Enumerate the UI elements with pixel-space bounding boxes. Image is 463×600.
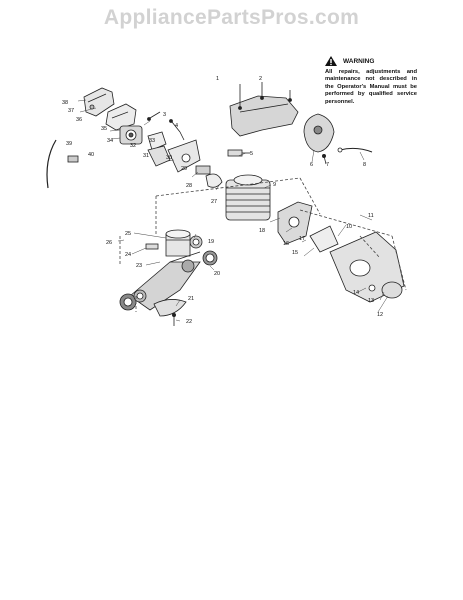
callout-36: 36 <box>76 117 82 123</box>
callout-38: 38 <box>62 100 68 106</box>
warning-text: All repairs, adjustments and maintenance… <box>325 69 417 105</box>
part-connector-28 <box>195 165 211 175</box>
callout-40: 40 <box>88 152 94 158</box>
warning-box: WARNING All repairs, adjustments and mai… <box>325 56 417 106</box>
callout-6: 6 <box>310 162 313 168</box>
part-spark-plug <box>227 149 250 157</box>
callout-30: 30 <box>166 155 172 161</box>
part-piston <box>145 229 191 257</box>
part-fuel-line <box>46 139 79 189</box>
callout-11: 11 <box>368 213 374 219</box>
part-crankshaft <box>129 251 201 311</box>
part-thrust-plate <box>153 299 187 317</box>
callout-14: 14 <box>353 290 359 296</box>
callout-25: 25 <box>125 231 131 237</box>
part-screw-7 <box>321 153 327 165</box>
part-screws-3-4 <box>147 111 185 141</box>
callout-22: 22 <box>186 319 192 325</box>
callout-34: 34 <box>107 138 113 144</box>
callout-39: 39 <box>66 141 72 147</box>
callout-31: 31 <box>143 153 149 159</box>
callout-29: 29 <box>181 166 187 172</box>
callout-21: 21 <box>188 296 194 302</box>
part-ignition-module <box>303 113 335 153</box>
part-intake <box>147 131 171 167</box>
part-end-cap <box>368 281 403 299</box>
part-crank-bearings <box>119 289 147 311</box>
callout-20: 20 <box>214 271 220 277</box>
part-heat-shield <box>277 201 313 245</box>
part-cylinder <box>225 174 271 221</box>
callout-35: 35 <box>101 126 107 132</box>
callout-15: 15 <box>292 250 298 256</box>
callout-5: 5 <box>250 151 253 157</box>
callout-7: 7 <box>326 162 329 168</box>
callout-32: 32 <box>130 143 136 149</box>
callout-10: 10 <box>346 224 352 230</box>
callout-23: 23 <box>136 263 142 269</box>
callout-4: 4 <box>175 123 178 129</box>
leader-lines <box>77 99 389 322</box>
group-lines <box>119 177 407 312</box>
callout-27: 27 <box>211 199 217 205</box>
callout-37: 37 <box>68 108 74 114</box>
callout-2: 2 <box>259 76 262 82</box>
callout-9: 9 <box>273 182 276 188</box>
callout-28: 28 <box>186 183 192 189</box>
callout-1: 1 <box>216 76 219 82</box>
callout-3: 3 <box>163 112 166 118</box>
callout-33: 33 <box>149 138 155 144</box>
callout-8: 8 <box>363 162 366 168</box>
warning-triangle-icon <box>325 56 337 66</box>
part-top-cover <box>229 82 299 137</box>
part-plate-35 <box>105 103 137 131</box>
callout-18: 18 <box>259 228 265 234</box>
part-clip-27 <box>205 173 223 188</box>
watermark: AppliancePartsPros.com <box>103 6 360 29</box>
callout-17: 17 <box>299 236 305 242</box>
callout-13: 13 <box>368 298 374 304</box>
callout-24: 24 <box>125 252 131 258</box>
part-carburetor <box>119 125 143 145</box>
callout-19: 19 <box>208 239 214 245</box>
part-screw-22 <box>171 312 176 326</box>
part-bracket-30 <box>167 139 201 173</box>
warning-title: WARNING <box>343 57 375 65</box>
part-bearings <box>189 235 218 266</box>
callout-16: 16 <box>283 241 289 247</box>
part-wire-8 <box>337 147 373 153</box>
callout-26: 26 <box>106 240 112 246</box>
callout-12: 12 <box>377 312 383 318</box>
